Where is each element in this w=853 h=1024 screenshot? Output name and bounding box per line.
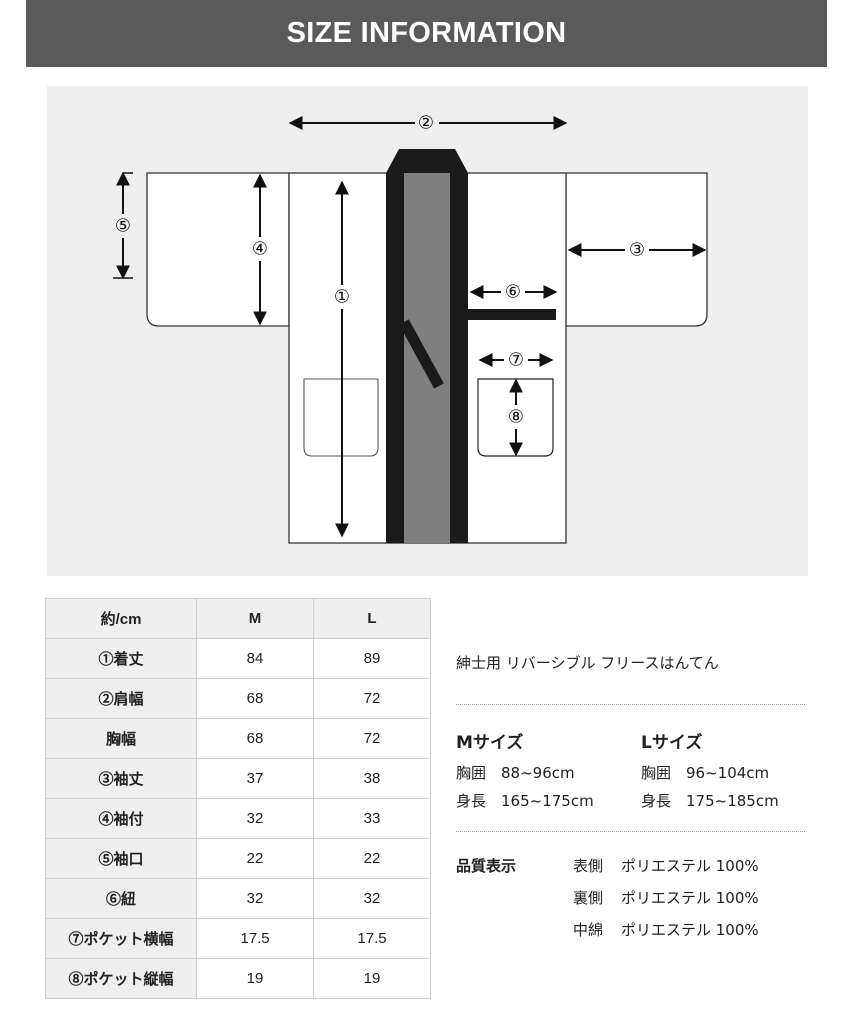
row-l-value: 72 xyxy=(313,678,431,719)
row-l-value: 22 xyxy=(313,838,431,879)
row-m-value: 32 xyxy=(196,878,314,919)
header-m: M xyxy=(196,598,314,639)
table-row: ②肩幅 68 72 xyxy=(45,678,431,719)
row-label: ③袖丈 xyxy=(45,758,197,799)
quality-part: 中綿 xyxy=(573,921,604,939)
row-m-value: 68 xyxy=(196,718,314,759)
divider xyxy=(456,831,805,832)
row-m-value: 17.5 xyxy=(196,918,314,959)
garment-drawing: ① ② ③ ④ ⑤ ⑥ ⑦ ⑧ xyxy=(112,111,708,544)
l-size-chest: 胸囲 96~104cm xyxy=(641,764,770,782)
right-tie xyxy=(468,309,556,320)
row-l-value: 72 xyxy=(313,718,431,759)
row-label: ⑧ポケット縦幅 xyxy=(45,958,197,999)
m-size-chest: 胸囲 88~96cm xyxy=(456,764,575,782)
quality-material: ポリエステル 100% xyxy=(621,921,759,939)
m-size-height: 身長 165~175cm xyxy=(456,792,594,810)
row-m-value: 84 xyxy=(196,638,314,679)
hanten-diagram: ① ② ③ ④ ⑤ ⑥ ⑦ ⑧ xyxy=(47,86,808,576)
quality-row: 裏側ポリエステル 100% xyxy=(573,887,759,908)
row-l-value: 17.5 xyxy=(313,918,431,959)
m-size-title: Mサイズ xyxy=(456,733,524,753)
row-label: ④袖付 xyxy=(45,798,197,839)
quality-row: 中綿ポリエステル 100% xyxy=(573,919,759,940)
marker-5: ⑤ xyxy=(115,216,131,237)
marker-8: ⑧ xyxy=(508,407,524,428)
table-row: ⑦ポケット横幅 17.5 17.5 xyxy=(45,918,431,959)
row-m-value: 37 xyxy=(196,758,314,799)
row-label: 胸幅 xyxy=(45,718,197,759)
l-size-title: Lサイズ xyxy=(641,733,703,753)
row-l-value: 38 xyxy=(313,758,431,799)
row-label: ⑤袖口 xyxy=(45,838,197,879)
table-row: ⑤袖口 22 22 xyxy=(45,838,431,879)
table-row: ⑥紐 32 32 xyxy=(45,878,431,919)
quality-title: 品質表示 xyxy=(456,857,517,875)
l-size-height: 身長 175~185cm xyxy=(641,792,779,810)
marker-7: ⑦ xyxy=(508,350,524,371)
product-name: 紳士用 リバーシブル フリースはんてん xyxy=(456,654,719,672)
row-m-value: 22 xyxy=(196,838,314,879)
row-m-value: 68 xyxy=(196,678,314,719)
marker-6: ⑥ xyxy=(505,282,521,303)
table-row: ③袖丈 37 38 xyxy=(45,758,431,799)
row-l-value: 19 xyxy=(313,958,431,999)
row-label: ②肩幅 xyxy=(45,678,197,719)
left-pocket xyxy=(303,378,379,457)
row-label: ⑥紐 xyxy=(45,878,197,919)
left-tie xyxy=(399,319,444,389)
collar-right xyxy=(450,173,468,543)
header-l: L xyxy=(313,598,431,639)
quality-part: 表側 xyxy=(573,857,604,875)
page-title: SIZE INFORMATION xyxy=(286,17,567,49)
table-row: ⑧ポケット縦幅 19 19 xyxy=(45,958,431,999)
table-header-row: 約/cm M L xyxy=(45,598,431,639)
row-l-value: 89 xyxy=(313,638,431,679)
row-label: ①着丈 xyxy=(45,638,197,679)
table-row: 胸幅 68 72 xyxy=(45,718,431,759)
size-table: 約/cm M L ①着丈 84 89 ②肩幅 68 72 胸幅 68 72 ③袖… xyxy=(45,598,431,999)
quality-row: 表側ポリエステル 100% xyxy=(573,855,759,876)
quality-material: ポリエステル 100% xyxy=(621,857,759,875)
header-banner: SIZE INFORMATION xyxy=(26,0,827,67)
row-m-value: 19 xyxy=(196,958,314,999)
table-row: ④袖付 32 33 xyxy=(45,798,431,839)
quality-part: 裏側 xyxy=(573,889,604,907)
marker-3: ③ xyxy=(629,240,645,261)
divider xyxy=(456,704,805,705)
quality-material: ポリエステル 100% xyxy=(621,889,759,907)
row-l-value: 32 xyxy=(313,878,431,919)
marker-1: ① xyxy=(334,287,350,308)
collar-left xyxy=(386,173,404,543)
right-pocket xyxy=(477,378,554,457)
row-l-value: 33 xyxy=(313,798,431,839)
table-row: ①着丈 84 89 xyxy=(45,638,431,679)
row-m-value: 32 xyxy=(196,798,314,839)
header-unit: 約/cm xyxy=(45,598,197,639)
row-label: ⑦ポケット横幅 xyxy=(45,918,197,959)
collar-top xyxy=(386,149,468,173)
marker-4: ④ xyxy=(252,239,268,260)
marker-2: ② xyxy=(418,113,434,134)
